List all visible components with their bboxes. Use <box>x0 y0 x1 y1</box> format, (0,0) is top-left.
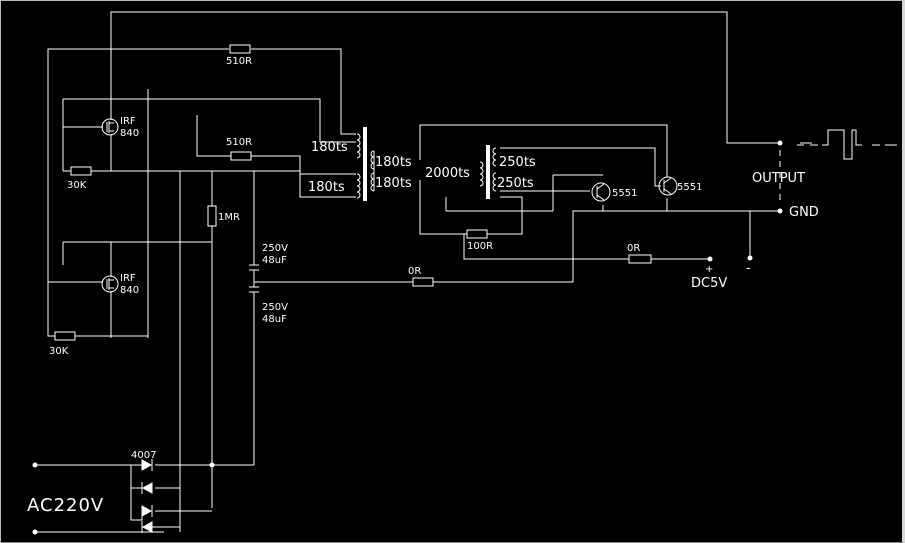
resistor-30k-upper <box>70 166 92 176</box>
resistor-1mr <box>207 205 217 227</box>
resistor-510r-mid <box>230 151 252 161</box>
output-waveform-trace <box>797 129 897 160</box>
wiring <box>35 11 781 533</box>
label-cap1-voltage: 250V <box>262 243 288 254</box>
label-t1-secondary-top: 180ts <box>375 155 412 170</box>
mosfet-q1 <box>101 118 119 136</box>
transformer-1 <box>356 127 375 201</box>
label-output: OUTPUT <box>752 171 805 186</box>
capacitors <box>249 264 259 293</box>
label-cap2-capacitance: 48uF <box>262 314 287 325</box>
transformer-1-core <box>363 127 367 201</box>
label-0r-a: 0R <box>408 266 421 277</box>
label-1mr: 1MR <box>218 212 240 223</box>
bridge-rectifier <box>141 459 153 533</box>
label-30k-upper: 30K <box>67 180 87 191</box>
label-0r-b: 0R <box>627 243 640 254</box>
label-q2-line1: IRF <box>120 273 136 284</box>
resistor-510r-top <box>229 44 251 54</box>
label-plus: + <box>705 264 713 275</box>
labels: 510R 510R 30K 30K 1MR 100R 0R 0R IRF 840… <box>27 56 819 516</box>
label-q1-line2: 840 <box>120 128 139 139</box>
transistor-q4 <box>658 176 678 196</box>
label-t2-secondary-top: 250ts <box>499 155 536 170</box>
transformer-2-core <box>486 145 490 199</box>
label-t2-primary: 2000ts <box>425 166 470 181</box>
resistor-0r-b <box>628 254 652 264</box>
label-510r-top: 510R <box>226 56 252 67</box>
label-q2-line2: 840 <box>120 285 139 296</box>
label-t2-secondary-bottom: 250ts <box>497 176 534 191</box>
transistor-q3 <box>591 182 611 202</box>
label-510r-mid: 510R <box>226 137 252 148</box>
junction-dots <box>32 140 783 535</box>
label-dc5v: DC5V <box>691 276 727 291</box>
diode-d4 <box>141 521 153 533</box>
label-q3: 5551 <box>612 188 637 199</box>
diode-d2 <box>141 482 153 494</box>
label-ac220v: AC220V <box>27 495 104 516</box>
label-q1-line1: IRF <box>120 116 136 127</box>
label-q4: 5551 <box>677 182 702 193</box>
label-30k-lower: 30K <box>49 346 69 357</box>
label-minus: - <box>746 261 751 276</box>
label-t1-primary-bottom: 180ts <box>308 180 345 195</box>
label-t1-primary-top: 180ts <box>311 140 348 155</box>
label-cap1-capacitance: 48uF <box>262 255 287 266</box>
label-gnd: GND <box>789 205 819 220</box>
resistors <box>54 44 652 341</box>
label-100r: 100R <box>467 241 493 252</box>
mosfet-q2 <box>101 275 119 293</box>
label-t1-secondary-bottom: 180ts <box>375 176 412 191</box>
label-cap2-voltage: 250V <box>262 302 288 313</box>
diode-d3 <box>141 505 153 517</box>
diode-d1 <box>141 459 153 471</box>
transformer-2 <box>479 145 497 199</box>
resistor-30k-lower <box>54 331 76 341</box>
resistor-0r-a <box>412 277 434 287</box>
label-diode: 4007 <box>131 450 156 461</box>
resistor-100r <box>466 229 488 239</box>
